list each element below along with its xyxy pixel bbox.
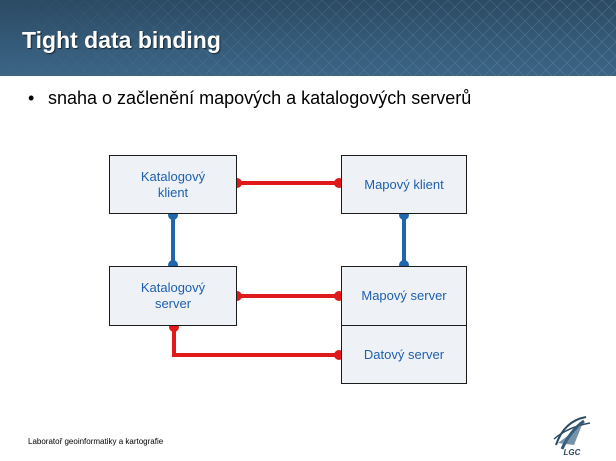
box-data-server: Datový server [341,325,467,384]
link-catalog-server-data-server [169,322,344,360]
link-catalog-client-map-client [232,178,344,188]
title-bar-mesh-pattern [0,0,616,76]
bullet-text: snaha o začlenění mapových a katalogovýc… [48,88,472,108]
slide-title: Tight data binding [22,27,221,53]
box-catalog-server: Katalogový server [109,266,237,326]
link-catalog-client-catalog-server [168,210,178,270]
logo-text: LGC [564,448,581,457]
bullet-dot-icon: • [28,88,35,108]
footer-text: Laboratoř geoinformatiky a kartografie [28,437,164,446]
box-catalog-client: Katalogový klient [109,155,237,214]
title-bar: Tight data binding [0,0,616,76]
box-data-server-label: Datový server [363,346,445,362]
box-map-client: Mapový klient [341,155,467,214]
box-map-server: Mapový server [341,266,467,326]
box-map-client-label: Mapový klient [364,176,444,192]
link-catalog-server-map-server [232,291,344,301]
box-catalog-client-label: Katalogový klient [140,168,206,200]
box-map-server-label: Mapový server [361,288,447,303]
lgc-logo-icon: LGC [553,416,591,457]
box-catalog-server-label: Katalogový server [140,280,206,311]
link-map-client-map-server [399,210,409,270]
